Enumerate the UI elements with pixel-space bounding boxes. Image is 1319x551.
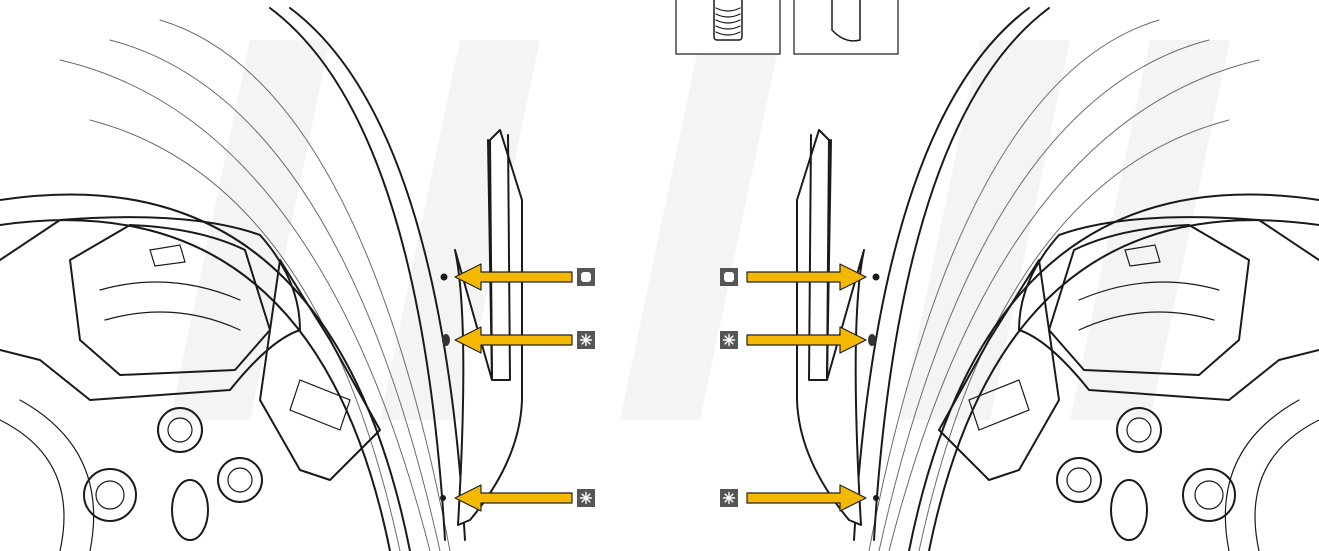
fastener-legend	[675, 0, 899, 55]
left-fender-edge-2	[289, 7, 466, 541]
left-nut-3	[217, 457, 263, 503]
right-nut-3	[1056, 457, 1102, 503]
star-clip-icon	[577, 331, 595, 349]
left-clip-hole-bottom	[440, 495, 446, 501]
right-clip-hole-top	[872, 273, 880, 281]
left-nut-2	[83, 468, 137, 522]
left-rim-window	[69, 224, 271, 376]
yellow-arrow-icon	[454, 326, 573, 354]
star-clip-icon	[720, 331, 738, 349]
right-clip-hole-middle	[868, 334, 876, 346]
left-hub-logo	[171, 479, 209, 541]
right-wheel-assembly	[796, 7, 1319, 551]
right-valve	[1124, 244, 1161, 267]
right-rim-window	[1048, 224, 1250, 376]
callout-left-middle	[454, 326, 595, 354]
left-brake-caliper	[259, 259, 381, 481]
screw-fastener-icon	[675, 0, 781, 55]
right-liner-panel	[796, 129, 865, 526]
left-valve	[149, 244, 186, 267]
left-fender-edge-1	[269, 7, 446, 541]
left-liner-panel	[454, 129, 523, 526]
left-nut-1	[157, 407, 203, 453]
yellow-arrow-icon	[746, 326, 867, 354]
callout-left-top	[454, 263, 595, 291]
left-tyre-outer	[0, 193, 411, 551]
yellow-arrow-icon	[746, 484, 867, 512]
right-nut-2	[1182, 468, 1236, 522]
left-arc-2	[109, 39, 441, 551]
yellow-arrow-icon	[746, 263, 867, 291]
callout-right-top	[720, 263, 867, 291]
round-clip-icon	[720, 268, 738, 286]
left-wheel-assembly	[0, 7, 523, 551]
right-brake-caliper	[938, 259, 1060, 481]
callout-right-bottom	[720, 484, 867, 512]
callout-right-middle	[720, 326, 867, 354]
watermark	[170, 40, 1230, 420]
left-arc-1	[59, 59, 431, 551]
star-clip-icon	[720, 489, 738, 507]
callout-layer	[454, 263, 867, 512]
right-fender-edge-2	[853, 7, 1030, 541]
yellow-arrow-icon	[454, 263, 573, 291]
yellow-arrow-icon	[454, 484, 573, 512]
left-arc-4	[89, 119, 401, 551]
left-arc-3	[159, 19, 451, 551]
left-clip-hole-middle	[442, 334, 450, 346]
round-clip-icon	[577, 268, 595, 286]
right-rim-spoke-frame	[1018, 216, 1319, 401]
star-clip-icon	[577, 489, 595, 507]
right-hub-logo	[1110, 479, 1148, 541]
wedge-fastener-icon	[793, 0, 899, 55]
right-fender-edge-1	[873, 7, 1050, 541]
left-clip-hole-top	[440, 273, 448, 281]
right-clip-hole-bottom	[873, 495, 879, 501]
right-tyre-outer	[908, 193, 1319, 551]
left-rim-spoke-frame	[0, 216, 301, 401]
left-liner-rib	[487, 134, 511, 381]
right-nut-1	[1116, 407, 1162, 453]
right-liner-rib	[808, 134, 832, 381]
callout-left-bottom	[454, 484, 595, 512]
